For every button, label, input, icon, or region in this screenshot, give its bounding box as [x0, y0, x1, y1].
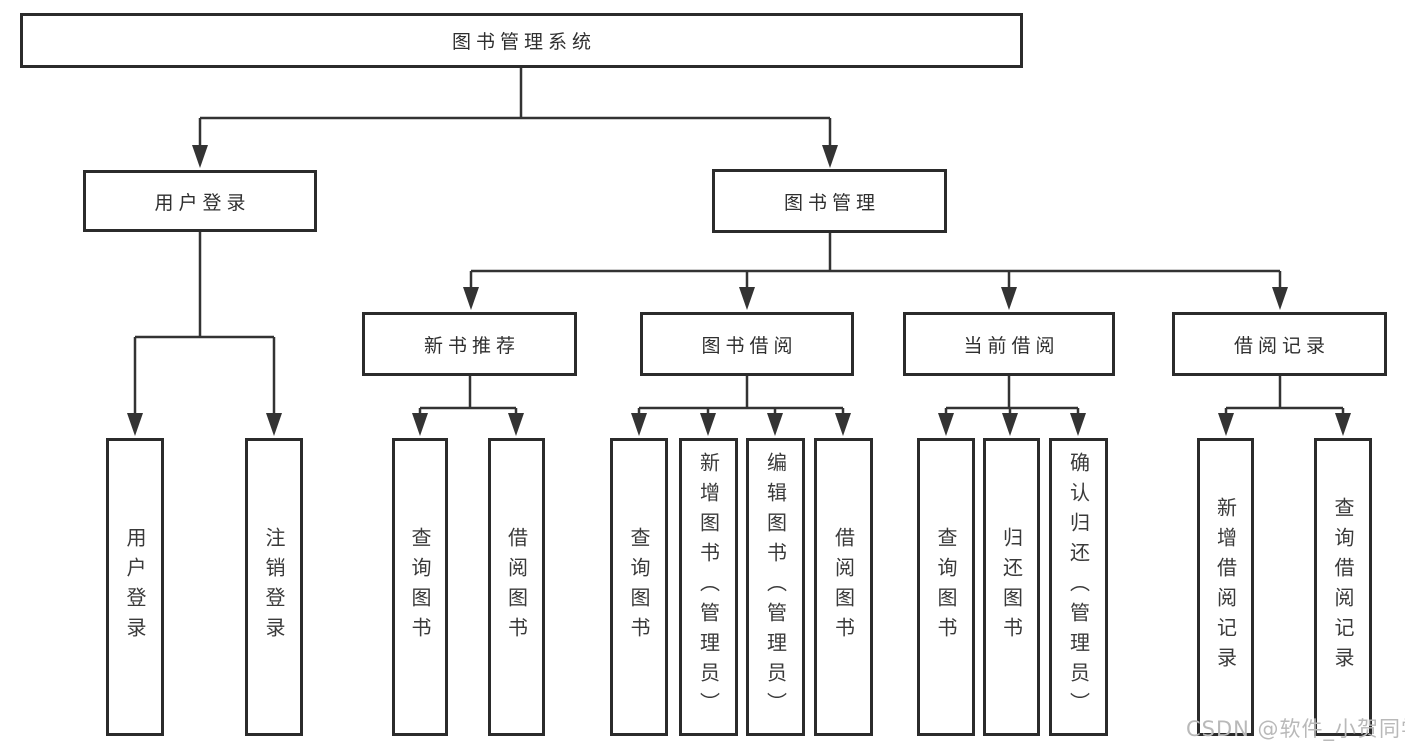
node-label: 编辑图书（管理员）: [763, 452, 788, 722]
node-label: 借阅记录: [1233, 334, 1330, 357]
connector-borrowing-children: [637, 376, 845, 415]
connector-new-book-children: [418, 376, 518, 415]
node-label: 新增借阅记录: [1213, 497, 1238, 677]
node-leaf-logout: 注销登录: [245, 438, 303, 736]
node-book-borrowing: 图书借阅: [640, 312, 854, 376]
node-label: 查询图书: [408, 527, 432, 647]
connector-book-mgmt-children: [469, 233, 1282, 290]
node-new-book-recommend: 新书推荐: [362, 312, 577, 376]
node-leaf-add-borrow-record: 新增借阅记录: [1197, 438, 1254, 736]
node-label: 归还图书: [999, 527, 1024, 647]
node-library-management-system: 图书管理系统: [20, 13, 1023, 68]
node-current-borrowing: 当前借阅: [903, 312, 1115, 376]
node-label: 图书管理: [783, 191, 880, 214]
node-label: 新书推荐: [423, 334, 520, 357]
csdn-watermark: CSDN @软件_小贺同学: [1186, 717, 1405, 741]
node-label: 借阅图书: [504, 527, 529, 647]
node-label: 图书借阅: [701, 334, 798, 357]
node-label: 用户登录: [123, 527, 147, 647]
node-label: 查询借阅记录: [1331, 497, 1355, 677]
connector-user-login-children: [133, 232, 276, 414]
node-label: 确认归还（管理员）: [1066, 452, 1091, 722]
node-user-login: 用户登录: [83, 170, 317, 232]
connector-records-children: [1224, 376, 1345, 415]
node-leaf-confirm-return-admin: 确认归还（管理员）: [1049, 438, 1108, 736]
node-leaf-borrow-books: 借阅图书: [814, 438, 873, 736]
node-label: 新增图书（管理员）: [696, 452, 721, 722]
node-leaf-edit-book-admin: 编辑图书（管理员）: [746, 438, 805, 736]
connector-root-to-level2: [198, 68, 832, 147]
node-leaf-query-books-current: 查询图书: [917, 438, 975, 736]
node-leaf-query-borrow-record: 查询借阅记录: [1314, 438, 1372, 736]
node-label: 查询图书: [934, 527, 958, 647]
node-leaf-add-book-admin: 新增图书（管理员）: [679, 438, 738, 736]
node-leaf-borrow-books-recommend: 借阅图书: [488, 438, 545, 736]
node-label: 查询图书: [627, 527, 651, 647]
node-label: 注销登录: [262, 527, 286, 647]
node-borrowing-records: 借阅记录: [1172, 312, 1387, 376]
arrowheads: [127, 145, 1351, 436]
node-book-management: 图书管理: [712, 169, 947, 233]
node-label: 图书管理系统: [451, 31, 596, 53]
node-label: 借阅图书: [831, 527, 856, 647]
node-leaf-query-books-borrowing: 查询图书: [610, 438, 668, 736]
node-label: 当前借阅: [963, 334, 1060, 357]
node-leaf-query-books-recommend: 查询图书: [392, 438, 448, 736]
node-leaf-user-login: 用户登录: [106, 438, 164, 736]
node-label: 用户登录: [154, 191, 251, 214]
connector-current-children: [944, 376, 1080, 415]
node-leaf-return-books: 归还图书: [983, 438, 1040, 736]
